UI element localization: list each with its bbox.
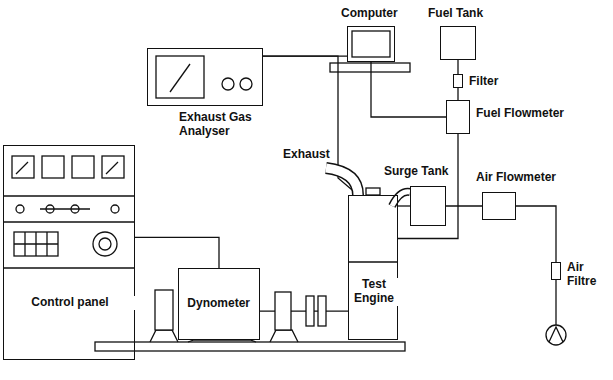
pipe-connector <box>516 206 556 262</box>
computer-monitor <box>330 31 410 72</box>
control-panel-instruments <box>3 156 135 268</box>
component-label: Fuel Flowmeter <box>475 107 565 121</box>
component-label: Air Filtre <box>566 261 606 289</box>
component-box: Test Engine <box>348 195 398 340</box>
component-box: Air Filtre <box>551 262 561 280</box>
intake-pipe <box>392 192 410 206</box>
component-label: Exhaust Gas Analyser <box>178 111 270 139</box>
fuel-injector <box>366 188 380 195</box>
intake-pipe-inner <box>392 192 410 206</box>
component-label: Fuel Tank <box>427 7 484 21</box>
component-box: Air Flowmeter <box>482 192 516 220</box>
pipe-connector <box>446 205 482 206</box>
component-label: Filter <box>468 75 499 89</box>
component-label: Computer <box>340 7 399 21</box>
pipe-connector <box>457 88 458 100</box>
component-label: Air Flowmeter <box>475 171 557 185</box>
component-label: Test Engine <box>349 278 399 306</box>
component-box: Surge Tank <box>410 186 446 226</box>
pipe-connector <box>371 62 446 117</box>
pipe-connector <box>260 311 348 312</box>
exhaust-pipe-inner <box>326 168 358 195</box>
component-box: Fuel Tank <box>440 26 476 60</box>
air-pump-symbol <box>546 280 566 345</box>
engine-head-line <box>348 261 398 262</box>
shaft-coupling <box>155 290 326 330</box>
component-box: Filter <box>453 74 463 88</box>
test-bed <box>95 330 405 351</box>
exhaust-pipe <box>326 168 358 195</box>
component-box: Dynometer <box>178 268 260 340</box>
component-label: Control panel <box>4 296 136 310</box>
component-box: Control panel <box>3 145 135 360</box>
pipe-connector <box>398 205 410 206</box>
pipe-connector <box>135 237 219 268</box>
component-label: Dynometer <box>186 297 251 311</box>
component-box: Computer <box>347 26 395 62</box>
component-box: Exhaust Gas Analyser <box>147 48 263 106</box>
pipe-connector <box>398 134 458 239</box>
pipe-connector <box>263 56 358 195</box>
analyser-dial <box>156 56 252 98</box>
component-label: Surge Tank <box>383 165 449 179</box>
part-label: Exhaust <box>282 148 331 162</box>
component-box: Fuel Flowmeter <box>446 100 470 134</box>
pipe-connector <box>457 60 458 74</box>
